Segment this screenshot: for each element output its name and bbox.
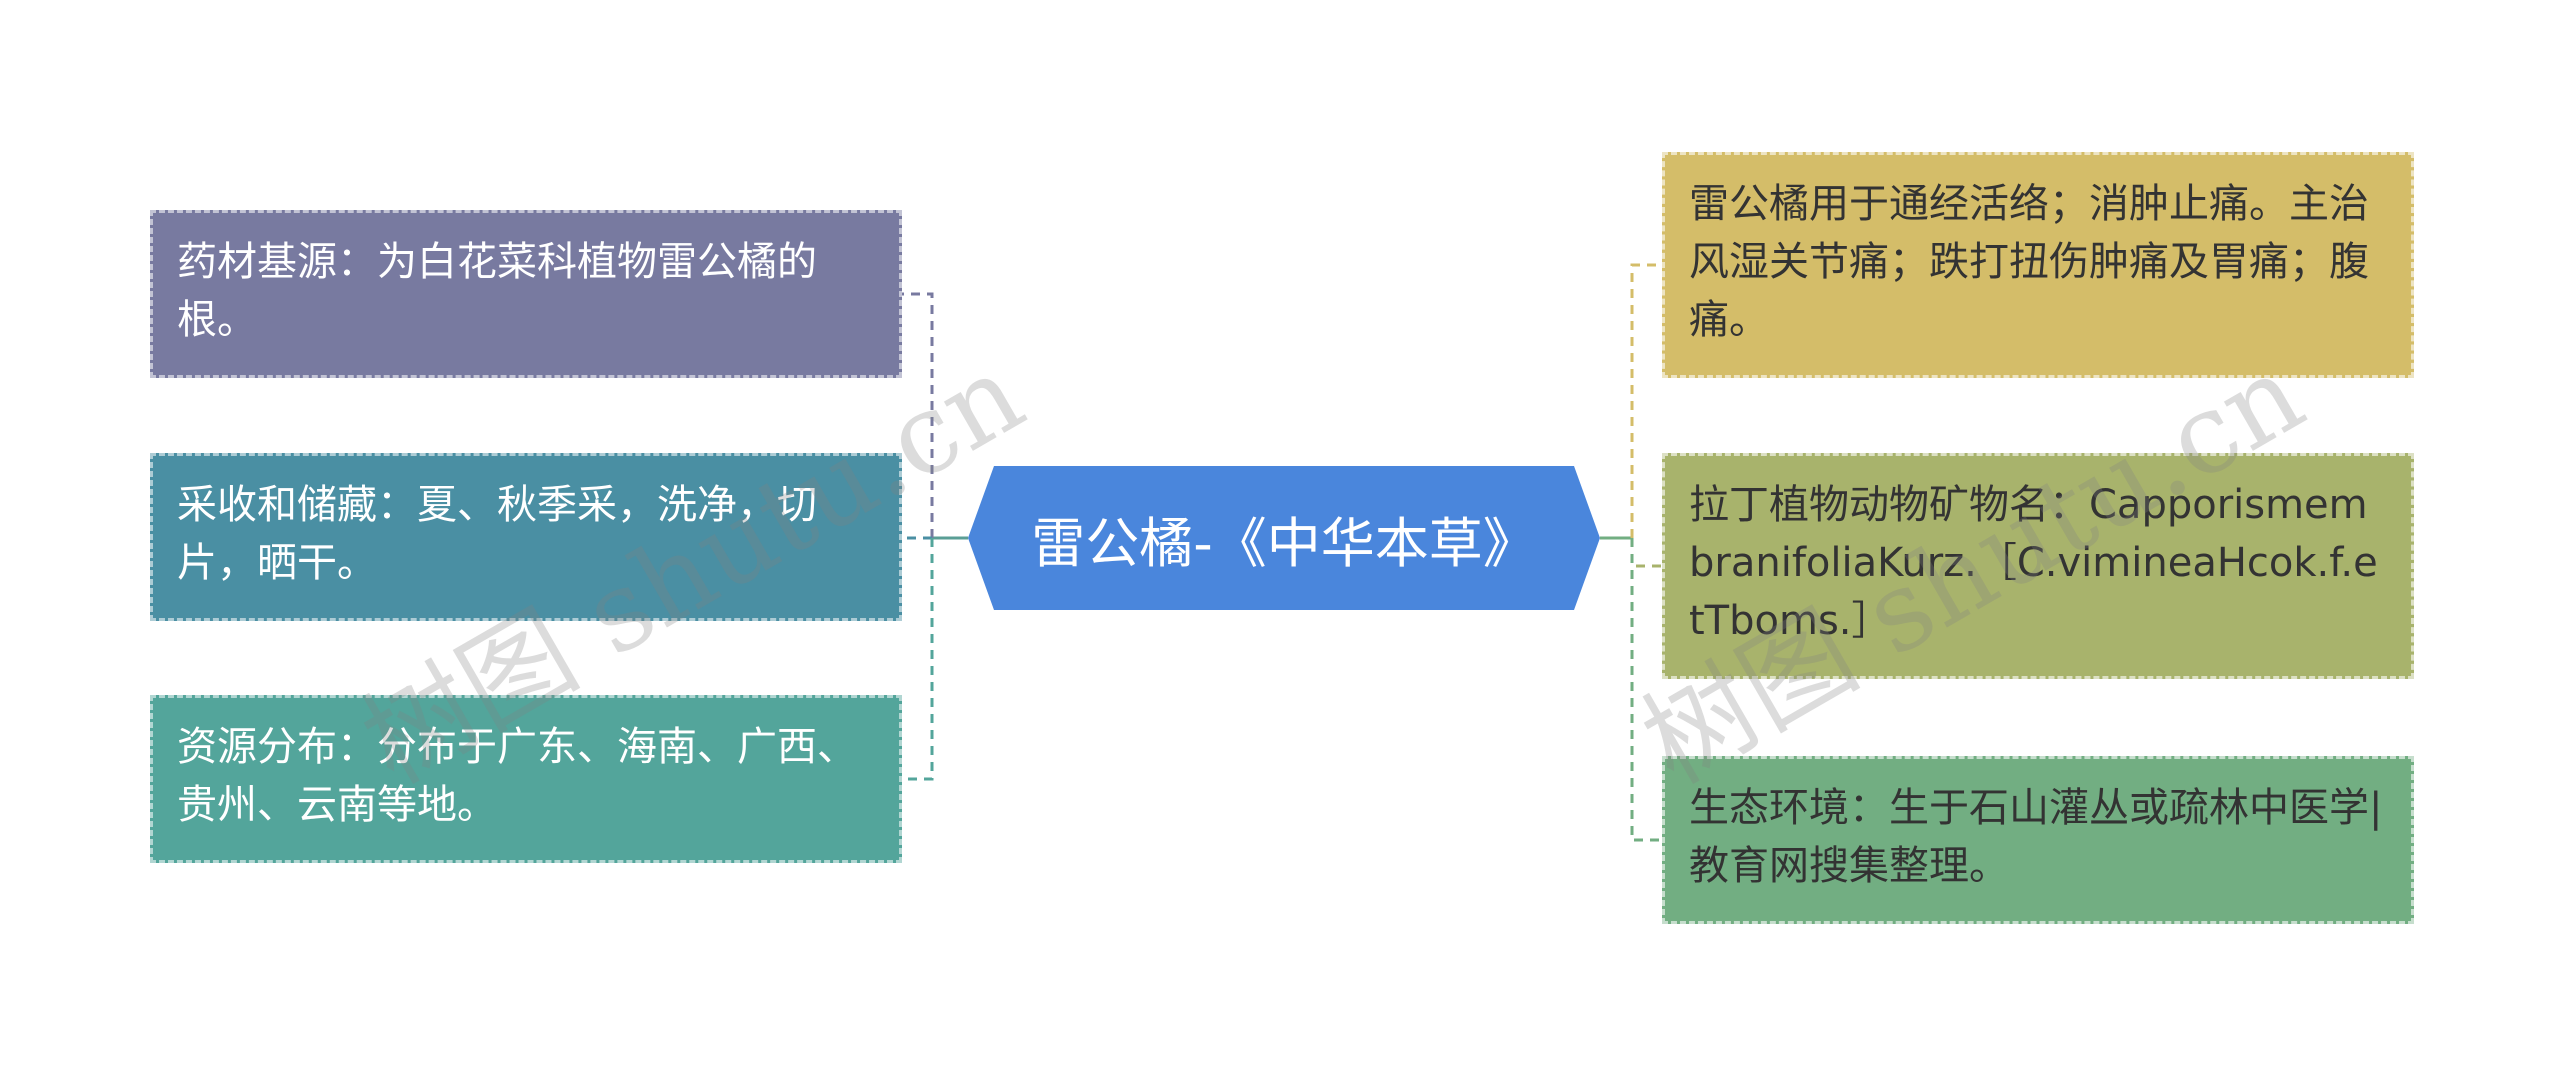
topic-text: 采收和储藏：夏、秋季采，洗净，切片，晒干。 (177, 482, 817, 586)
topic-text: 雷公橘用于通经活络；消肿止痛。主治风湿关节痛；跌打扭伤肿痛及胃痛；腹痛。 (1689, 181, 2369, 343)
connector-left-3 (902, 538, 934, 781)
topic-node-habitat[interactable]: 生态环境：生于石山灌丛或疏林中医学|教育网搜集整理。 (1662, 756, 2414, 924)
topic-text: 拉丁植物动物矿物名：CapporismembranifoliaKurz.［C.v… (1689, 482, 2378, 644)
central-topic-label: 雷公橘-《中华本草》 (1031, 511, 1537, 575)
topic-node-distribution[interactable]: 资源分布：分布于广东、海南、广西、贵州、云南等地。 (150, 695, 902, 863)
connector-right-2 (1630, 538, 1662, 568)
connector-right-3 (1630, 538, 1662, 842)
topic-text: 药材基源：为白花菜科植物雷公橘的根。 (177, 239, 817, 343)
connector-right-1 (1630, 263, 1662, 538)
topic-node-usage[interactable]: 雷公橘用于通经活络；消肿止痛。主治风湿关节痛；跌打扭伤肿痛及胃痛；腹痛。 (1662, 152, 2414, 378)
central-topic-node[interactable]: 雷公橘-《中华本草》 (968, 466, 1600, 610)
topic-text: 资源分布：分布于广东、海南、广西、贵州、云南等地。 (177, 724, 857, 828)
connector-left-1 (902, 292, 934, 538)
topic-node-medicinal-source[interactable]: 药材基源：为白花菜科植物雷公橘的根。 (150, 210, 902, 378)
topic-text: 生态环境：生于石山灌丛或疏林中医学|教育网搜集整理。 (1689, 785, 2383, 889)
topic-node-latin-name[interactable]: 拉丁植物动物矿物名：CapporismembranifoliaKurz.［C.v… (1662, 453, 2414, 679)
topic-node-harvest-storage[interactable]: 采收和储藏：夏、秋季采，洗净，切片，晒干。 (150, 453, 902, 621)
